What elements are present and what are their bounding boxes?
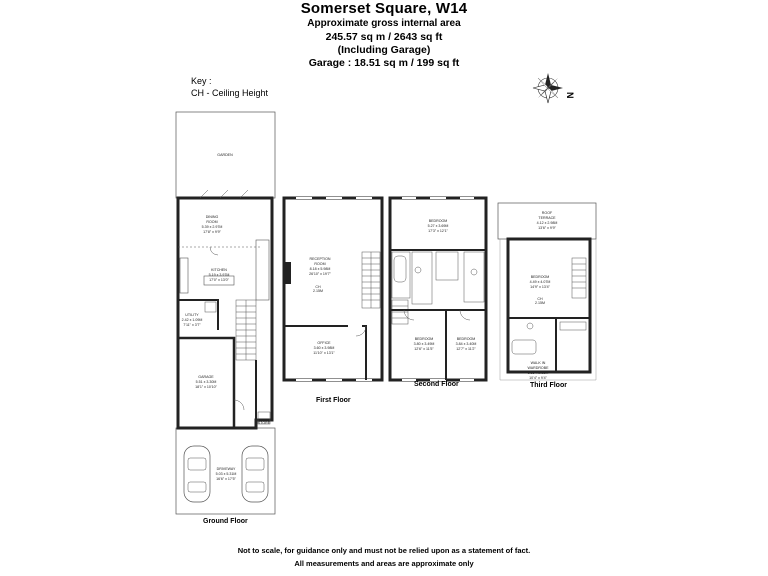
disclaimer-line-2: All measurements and areas are approxima… [294,559,474,568]
room-dims-bedroom-2a-ft: 17'3" x 12'1" [428,229,448,233]
room-label-store: STORE [258,421,271,425]
room-dims-reception-ft: 26'10" x 19'7" [309,272,331,276]
room-label-reception-2: ROOM [314,262,325,266]
room-dims-terrace-ft: 13'6" x 9'9" [538,226,556,230]
room-dims-bedroom-2b-m: 3.80 x 3.49M [414,342,435,346]
room-dims-bedroom-3-ft: 14'9" x 13'4" [530,285,550,289]
room-label-bedroom-2b: BEDROOM [415,337,434,341]
ground-floor-plan: GARDEN DINING ROOM 5.39 x 2.97M 17'8" x … [175,111,276,515]
room-dims-dining-m: 5.39 x 2.97M [202,225,223,229]
room-label-bedroom-2a: BEDROOM [429,219,448,223]
room-dims-bedroom-3-m: 4.49 x 4.07M [530,280,551,284]
room-dims-terrace-m: 4.12 x 2.98M [537,221,558,225]
key-item: CH - Ceiling Height [191,88,269,98]
disclaimer-line-1: Not to scale, for guidance only and must… [237,546,531,555]
room-label-walk-in: WALK IN [531,361,546,365]
ch-value-first: 2.15M [313,289,323,293]
room-dims-kitchen-ft: 17'0" x 13'0" [209,278,229,282]
ch-label-first: CH [315,285,321,289]
room-dims-driveway-m: 5.03 x 5.31M [216,472,237,476]
room-dims-bedroom-2b-ft: 12'6" x 11'5" [414,347,434,351]
room-dims-utility-ft: 7'11" x 3'7" [183,323,201,327]
room-label-bedroom-2c: BEDROOM [457,337,476,341]
first-floor-plan: RECEPTION ROOM 8.18 x 5.98M 26'10" x 19'… [282,196,384,382]
room-label-bedroom-3: BEDROOM [531,275,550,279]
room-label-dining-2: ROOM [206,220,217,224]
room-label-office: OFFICE [317,341,331,345]
area-caption: Approximate gross internal area [307,18,461,29]
page-title: Somerset Square, W14 [300,0,468,17]
second-floor-plan: BEDROOM 5.27 x 3.69M 17'3" x 12'1" BEDRO… [388,196,488,382]
room-label-kitchen: KITCHEN [211,268,227,272]
floor-label-third: Third Floor [530,382,567,389]
room-dims-office-ft: 11'10" x 13'1" [313,351,335,355]
room-dims-driveway-ft: 16'6" x 17'5" [216,477,236,481]
room-label-terrace: TERRACE [538,216,556,220]
compass-icon [532,73,563,104]
area-note: (Including Garage) [337,44,431,56]
room-label-utility: UTILITY [185,313,199,317]
ch-value-third: 2.15M [535,301,545,305]
floor-label-first: First Floor [316,397,351,404]
total-area: 245.57 sq m / 2643 sq ft [325,31,443,43]
room-label-dining: DINING [206,215,219,219]
room-dims-kitchen-m: 5.19 x 3.97M [209,273,230,277]
room-dims-garage-ft: 18'1" x 10'10" [195,385,217,389]
room-dims-wardrobe-m: 3.15 x 2.85M [528,371,549,375]
room-label-roof: ROOF [542,211,553,215]
garage-area: Garage : 18.51 sq m / 199 sq ft [308,57,460,69]
room-dims-garage-m: 5.51 x 3.30M [196,380,217,384]
room-dims-utility-m: 2.42 x 1.09M [182,318,203,322]
room-label-wardrobe: WARDROBE [527,366,549,370]
room-label-driveway: DRIVEWAY [217,467,236,471]
room-dims-wardrobe-ft: 10'4" x 9'4" [529,376,547,380]
floor-label-second: Second Floor [414,381,459,388]
room-label-garden: GARDEN [217,153,233,157]
room-dims-bedroom-2a-m: 5.27 x 3.69M [428,224,449,228]
compass-north-label: N [565,92,575,99]
room-label-reception: RECEPTION [310,257,331,261]
ch-label-third: CH [537,297,543,301]
third-floor-plan: ROOF TERRACE 4.12 x 2.98M 13'6" x 9'9" B… [497,202,597,381]
room-dims-reception-m: 8.18 x 5.98M [310,267,331,271]
room-dims-dining-ft: 17'8" x 9'9" [203,230,221,234]
key-title: Key : [191,76,212,86]
room-dims-bedroom-2c-m: 3.84 x 3.40M [456,342,477,346]
room-dims-office-m: 3.60 x 3.98M [314,346,335,350]
floor-label-ground: Ground Floor [203,518,248,525]
room-dims-bedroom-2c-ft: 12'7" x 11'2" [456,347,476,351]
room-label-garage: GARAGE [198,375,214,379]
